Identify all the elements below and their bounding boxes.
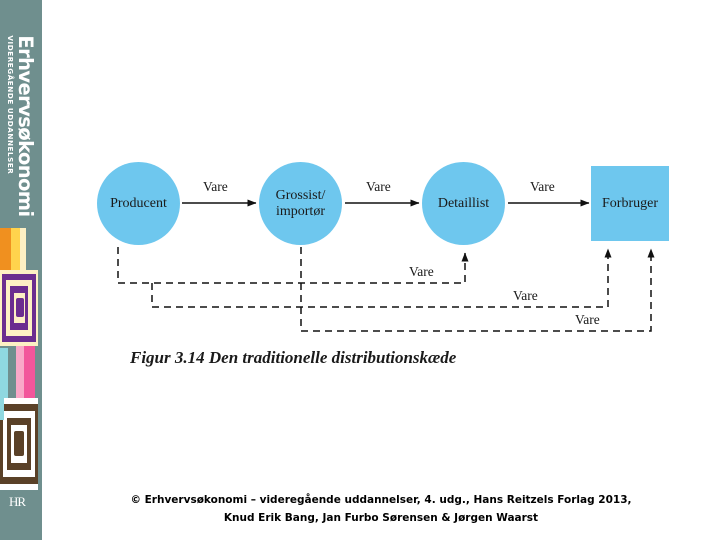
node-grossist-label-line1: Grossist/ xyxy=(275,187,326,203)
node-detaillist-label: Detaillist xyxy=(437,195,490,211)
pattern-bar-pink-light xyxy=(16,346,24,412)
node-forbruger-label: Forbruger xyxy=(602,195,658,211)
footer-line-2: Knud Erik Bang, Jan Furbo Sørensen & Jør… xyxy=(223,512,539,525)
pattern-bar-pink xyxy=(24,346,35,412)
footer-line-1: © Erhvervsøkonomi – videregående uddanne… xyxy=(130,494,632,506)
node-grossist-label-line2: importør xyxy=(275,203,325,219)
diagram-area: Producent Grossist/ importør Detaillist … xyxy=(42,0,720,540)
node-producent-label: Producent xyxy=(110,195,167,211)
flow-label-detaillist-forbruger: Vare xyxy=(527,179,558,195)
flow-label-producent-grossist: Vare xyxy=(200,179,231,195)
node-grossist-label: Grossist/ importør xyxy=(276,188,326,219)
node-producent[interactable]: Producent xyxy=(97,162,180,245)
flow-label-producent-forbruger: Vare xyxy=(510,288,541,304)
pattern-brown-core xyxy=(14,431,24,456)
copyright-footer: © Erhvervsøkonomi – videregående uddanne… xyxy=(42,491,720,528)
flow-label-grossist-detaillist: Vare xyxy=(363,179,394,195)
pattern-bar-cyan xyxy=(0,348,8,412)
pattern-overlay-cyan-strip xyxy=(0,348,4,420)
flow-label-producent-detaillist: Vare xyxy=(406,264,437,280)
brand-title: Erhvervsøkonomi xyxy=(13,34,37,217)
figure-caption: Figur 3.14 Den traditionelle distributio… xyxy=(130,348,457,367)
node-detaillist[interactable]: Detaillist xyxy=(422,162,505,245)
flow-label-grossist-forbruger: Vare xyxy=(572,312,603,328)
node-forbruger[interactable]: Forbruger xyxy=(591,166,669,241)
pattern-spiral-core xyxy=(16,298,24,317)
pattern-bar-cream xyxy=(20,228,26,274)
brand-block: Erhvervsøkonomi VIDEREGÅENDE UDDANNELSER xyxy=(0,34,42,217)
pattern-bar-yellow xyxy=(11,228,20,274)
brand-subtitle: VIDEREGÅENDE UDDANNELSER xyxy=(6,34,16,174)
publisher-logo: HR xyxy=(9,494,26,509)
node-grossist[interactable]: Grossist/ importør xyxy=(259,162,342,245)
sidebar: Erhvervsøkonomi VIDEREGÅENDE UDDANNELSER xyxy=(0,0,42,540)
decorative-pattern xyxy=(0,228,42,496)
pattern-bar-orange xyxy=(0,228,11,274)
